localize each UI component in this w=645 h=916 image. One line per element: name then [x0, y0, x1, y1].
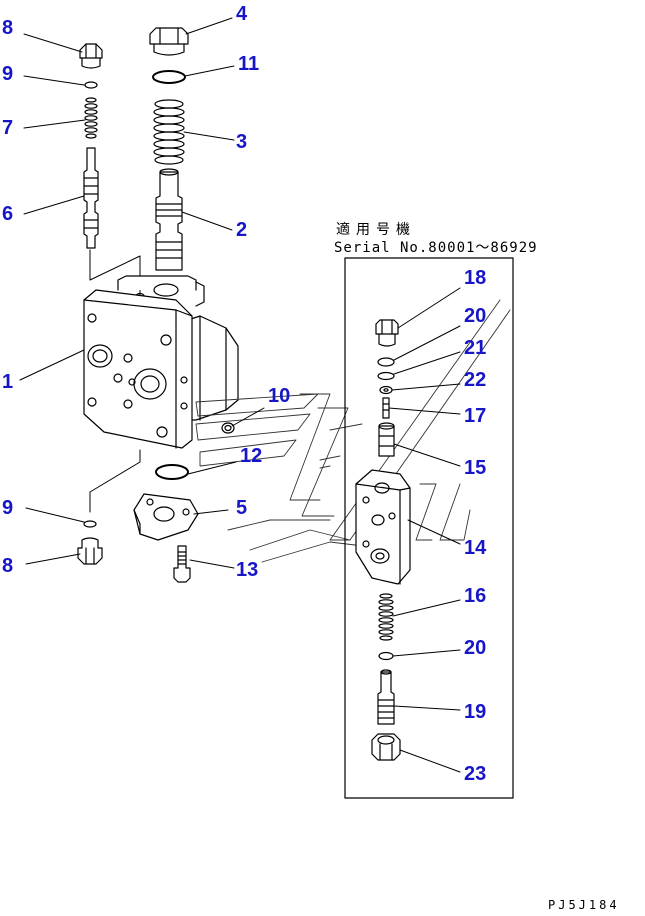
part-8-plug-bottom [77, 537, 103, 565]
callout-9-top: 9 [2, 63, 14, 85]
part-4-plug-large [149, 27, 189, 56]
part-15-spool [378, 422, 395, 457]
serial-inset-box [344, 257, 514, 799]
callout-7: 7 [2, 117, 14, 139]
callout-22: 22 [464, 369, 487, 391]
callout-20-top: 20 [464, 305, 487, 327]
part-20-oring-bottom [378, 651, 394, 661]
ghost-hatching [195, 299, 511, 563]
part-2-spool [155, 168, 183, 271]
part-23-nut [371, 733, 401, 761]
callout-8-bottom: 8 [2, 555, 14, 577]
callout-21: 21 [464, 337, 487, 359]
part-21-oring [377, 371, 395, 381]
part-1-valve-body [83, 275, 239, 449]
part-12-oring [155, 464, 189, 480]
part-19-screw [377, 669, 395, 725]
callout-9-bottom: 9 [2, 497, 14, 519]
part-9-oring-bottom [83, 520, 97, 528]
part-16-spring [378, 593, 394, 641]
part-7-spring [84, 97, 98, 139]
part-20-oring-top [377, 357, 395, 367]
part-6-spool [83, 147, 99, 249]
part-22-washer [379, 385, 393, 395]
part-3-spring [153, 99, 185, 165]
leader-lines [19, 17, 461, 773]
serial-range: Serial No.80001～86929 [334, 240, 538, 256]
callout-1: 1 [2, 371, 14, 393]
callout-20-bottom: 20 [464, 637, 487, 659]
callout-14: 14 [464, 537, 487, 559]
callout-12: 12 [240, 445, 263, 467]
part-9-oring-top [84, 81, 98, 89]
part-5-flange [133, 493, 199, 541]
part-11-oring [152, 70, 186, 84]
callout-11: 11 [238, 53, 260, 75]
callout-4: 4 [236, 3, 248, 25]
callout-16: 16 [464, 585, 487, 607]
serial-title: 適用号機 [336, 222, 416, 238]
assembly-guide-line-lower [89, 449, 141, 513]
callout-10: 10 [268, 385, 291, 407]
callout-8-top: 8 [2, 17, 14, 39]
part-18-plug [375, 319, 399, 347]
callout-13: 13 [236, 559, 259, 581]
callout-17: 17 [464, 405, 487, 427]
callout-2: 2 [236, 219, 248, 241]
callout-15: 15 [464, 457, 487, 479]
part-10-small-plug [221, 422, 235, 434]
part-13-bolt [173, 545, 191, 583]
drawing-code: PJ5J184 [548, 898, 620, 912]
part-17-pin [382, 397, 390, 419]
callout-19: 19 [464, 701, 487, 723]
callout-3: 3 [236, 131, 248, 153]
part-14-valve-block [355, 469, 411, 585]
callout-5: 5 [236, 497, 248, 519]
part-8-plug-top [79, 43, 103, 69]
callout-6: 6 [2, 203, 14, 225]
callout-18: 18 [464, 267, 487, 289]
callout-23: 23 [464, 763, 487, 785]
